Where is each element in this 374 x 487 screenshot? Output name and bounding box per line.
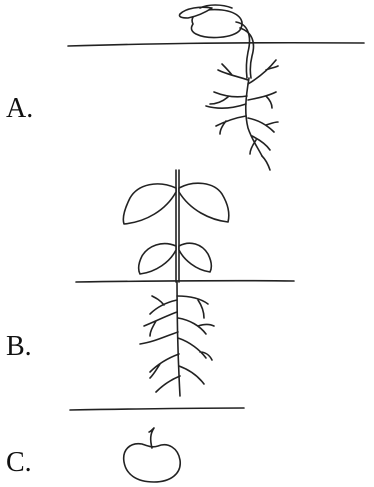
stage-b-root-5	[140, 332, 178, 344]
stage-b-young-plant	[76, 170, 294, 396]
stage-c-sprout	[149, 428, 154, 448]
stage-c-seed	[70, 408, 244, 482]
stage-a-root-5	[248, 92, 276, 108]
stage-a-root-1	[218, 64, 248, 80]
stage-a-root-3	[210, 92, 247, 104]
stage-b-upper-leaf-left	[123, 184, 176, 224]
stage-b-root-6	[178, 338, 212, 360]
stage-b-soil-line	[76, 281, 294, 282]
stage-a-root-7	[248, 118, 278, 132]
stage-b-root-8	[179, 366, 204, 384]
stage-c-bean	[124, 444, 181, 482]
stage-a-root-2	[248, 60, 278, 84]
stage-a-root-9	[262, 156, 270, 170]
stage-a-soil-line	[68, 43, 364, 46]
stage-b-root-9	[156, 376, 180, 392]
stage-b-lower-leaf-right	[179, 243, 211, 272]
stage-b-upper-leaf-right	[179, 183, 229, 222]
stage-a-root-6	[216, 116, 246, 134]
stage-b-root-4	[178, 318, 214, 334]
stage-b-lower-leaf-left	[139, 244, 176, 274]
stage-b-root-1	[177, 296, 208, 318]
stage-b-root-7	[150, 354, 179, 378]
stage-c-soil-line	[70, 408, 244, 410]
stage-a-seedling	[68, 5, 364, 170]
stage-b-root-3	[144, 312, 177, 336]
stage-b-root-2	[150, 296, 177, 314]
